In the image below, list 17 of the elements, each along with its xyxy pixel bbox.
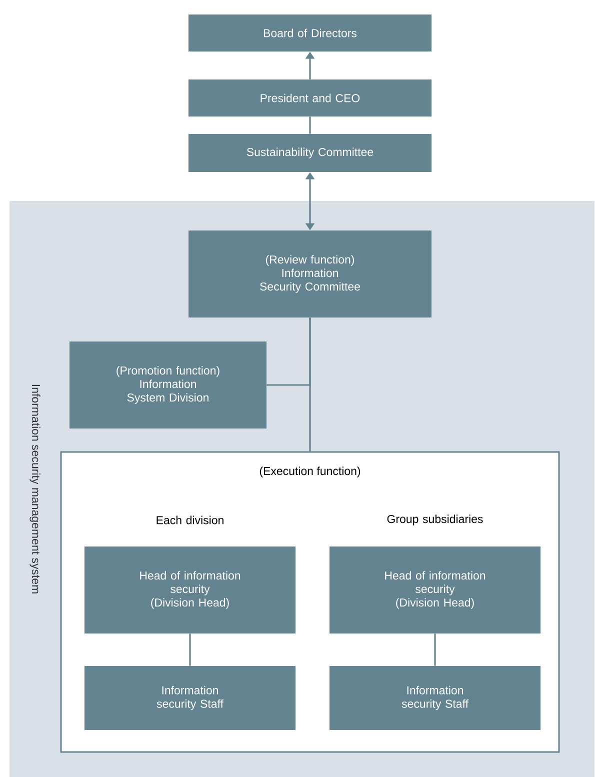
org-box: Sustainability Committee [188, 134, 432, 172]
column-heading: Group subsidiaries [387, 514, 483, 526]
connector [434, 634, 436, 666]
org-box: (Review function) Information Security Committee [188, 230, 432, 318]
column-heading: Each division [156, 516, 224, 524]
connector [266, 318, 311, 386]
panel-label: Information security management system [30, 384, 40, 594]
org-box: Head of information security (Division Head) [84, 546, 296, 634]
org-box: Information security Staff [84, 666, 296, 730]
org-box: President and CEO [188, 80, 432, 116]
org-box: (Promotion function) Information System Division [70, 342, 266, 428]
connector [309, 116, 311, 134]
frame-title: (Execution function) [260, 466, 360, 478]
org-box: Head of information security (Division Head) [330, 546, 540, 634]
connector [189, 634, 191, 666]
org-box: Board of Directors [188, 14, 432, 52]
org-box: Information security Staff [330, 666, 540, 730]
